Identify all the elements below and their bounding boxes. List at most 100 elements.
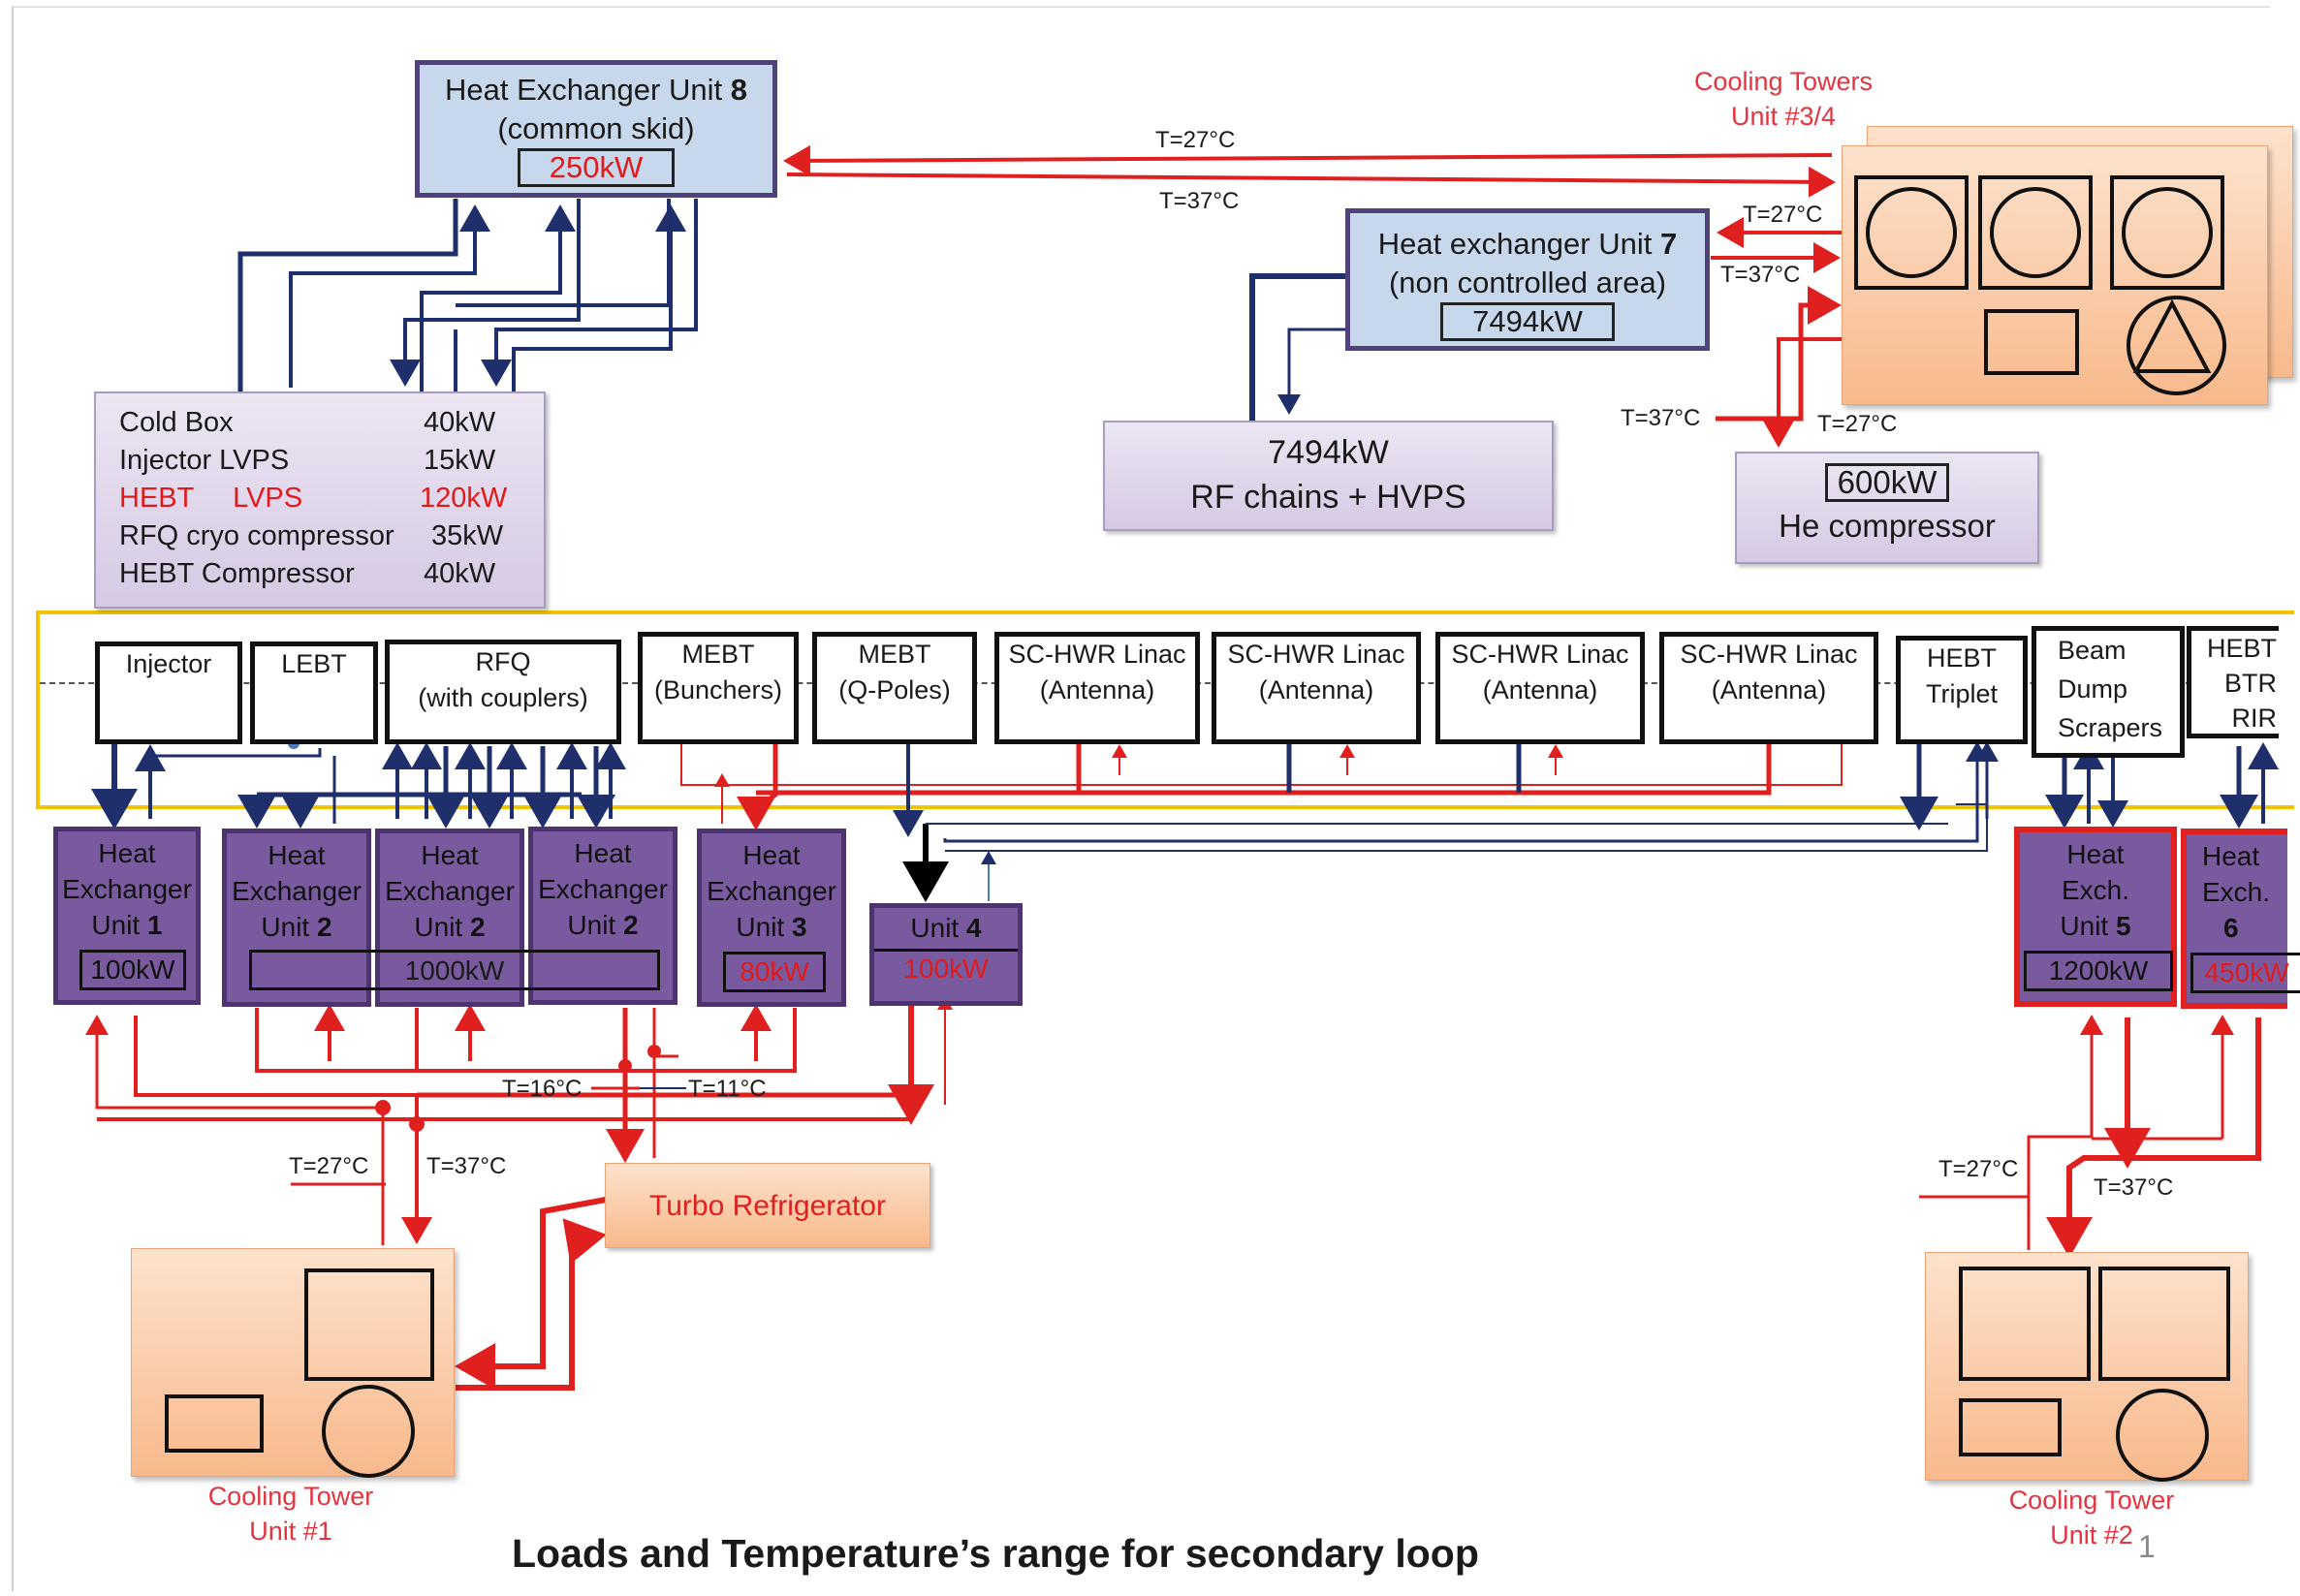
u3-power: 80kW: [723, 952, 826, 992]
temp-27-ct1: T=27°C: [289, 1153, 369, 1179]
dump-label-3: Scrapers: [2058, 713, 2163, 742]
cooling-tower-2: [1925, 1252, 2249, 1482]
ct2-line1: Cooling Tower: [2008, 1486, 2175, 1515]
btr-label-1: HEBT: [2206, 634, 2277, 663]
beam-injector: Injector: [95, 642, 242, 744]
pipe-he-supply: [1716, 286, 1842, 422]
beam-linac-3: SC-HWR Linac (Antenna): [1435, 632, 1645, 744]
linac1-label: SC-HWR Linac: [1008, 640, 1186, 669]
temp-27-he: T=27°C: [1817, 411, 1898, 437]
hx-unit-6: Heat Exch. 6 450kW: [2181, 829, 2300, 1009]
temp-37-ct2: T=37°C: [2094, 1174, 2174, 1201]
junction-4: [647, 1045, 661, 1058]
u5-power: 1200kW: [2024, 951, 2173, 991]
pipe-load-7: [481, 199, 698, 387]
u3-l2: Exchanger: [707, 876, 836, 906]
hebt-sub: Triplet: [1925, 679, 1998, 708]
u1-l1: Heat: [98, 838, 156, 868]
pipe-load-8: [512, 204, 686, 392]
u2a-num: 2: [317, 912, 332, 942]
u1-num: 1: [147, 910, 163, 940]
mebt2-sub: (Q-Poles): [838, 675, 951, 704]
rfq-label: RFQ: [475, 647, 531, 676]
hx8-title: Heat Exchanger Unit: [445, 73, 723, 107]
pipe-hebt-ret: [943, 741, 1989, 843]
temp-27-top: T=27°C: [1155, 127, 1236, 153]
ct1-pump-box: [165, 1394, 264, 1453]
pump-triangle-icon: [2127, 296, 2226, 395]
hx8-number: 8: [730, 73, 747, 107]
hebt-label: HEBT: [1926, 643, 1997, 673]
temp-37-hx7: T=37°C: [1720, 262, 1801, 288]
temp-11: T=11°C: [688, 1076, 767, 1102]
pipe-rf-a: [1249, 273, 1347, 422]
load-value-2: 15kW: [424, 445, 496, 476]
beam-mebt-bunchers: MEBT(Bunchers): [638, 632, 799, 744]
dump-label-2: Dump: [2058, 674, 2128, 704]
fan-box-3: [2110, 175, 2224, 290]
linac2-label: SC-HWR Linac: [1227, 640, 1405, 669]
cooling-tower-1-caption: Cooling Tower Unit #1: [174, 1479, 407, 1549]
rfq-sub: (with couplers): [418, 683, 588, 712]
pipe-linac-thin: [1115, 744, 1843, 786]
pipe-bunch-c: [737, 744, 778, 830]
pipe-ret-to-u4: [417, 998, 914, 1098]
diagram-caption: Loads and Temperature’s range for second…: [512, 1531, 1479, 1576]
pump-box: [1984, 309, 2079, 375]
u6-power: 450kW: [2190, 953, 2300, 993]
cooling-34-line1: Cooling Towers: [1693, 67, 1874, 96]
beam-linac-4: SC-HWR Linac(Antenna): [1659, 632, 1878, 744]
rf-label: RF chains + HVPS: [1190, 479, 1466, 516]
u5-num: 5: [2116, 911, 2131, 941]
u2c-num: 2: [623, 910, 639, 940]
u2c-l3: Unit: [567, 910, 616, 940]
heat-exchanger-8: Heat Exchanger Unit 8 (common skid) 250k…: [415, 60, 777, 198]
load-value-4: 35kW: [431, 520, 504, 551]
temp-27-ct2: T=27°C: [1938, 1156, 2019, 1182]
u1-l2: Exchanger: [62, 874, 192, 904]
temp-37-he: T=37°C: [1621, 405, 1701, 431]
pipe-hx8-supply: [786, 166, 1836, 198]
hx-unit-2a: Heat Exchanger Unit 2: [222, 829, 371, 1007]
u2c-l1: Heat: [574, 838, 632, 868]
ct2-line2: Unit #2: [2050, 1520, 2133, 1549]
btr-label-2: BTR: [2224, 669, 2277, 698]
lebt-label: LEBT: [281, 649, 347, 678]
linac3-label: SC-HWR Linac: [1451, 640, 1629, 669]
ct2-fan-box-2: [2098, 1267, 2230, 1381]
hx-unit-3: Heat Exchanger Unit 3 80kW: [697, 829, 846, 1007]
u6-num: 6: [2223, 913, 2239, 943]
hx7-power: 7494kW: [1440, 302, 1615, 341]
mebt1-sub: (Bunchers): [653, 675, 783, 704]
he-label: He compressor: [1779, 508, 1996, 544]
u2b-l2: Exchanger: [385, 876, 515, 906]
u2b-l3: Unit: [414, 912, 463, 942]
u2b-num: 2: [470, 912, 486, 942]
linac1-sub: (Antenna): [1039, 675, 1155, 704]
btr-label-3: RIR: [2231, 704, 2278, 733]
load-name-1: Cold Box: [119, 407, 234, 438]
dump-label-1: Beam: [2058, 636, 2127, 665]
load-name-3: HEBT LVPS: [119, 483, 303, 514]
linac4-sub: (Antenna): [1711, 675, 1827, 704]
hx-unit-2c: Heat Exchanger Unit 2: [528, 827, 677, 1005]
pipe-lebt-line: [150, 748, 322, 758]
linac3-sub: (Antenna): [1482, 675, 1598, 704]
load-list: Cold Box 40kW Injector LVPS 15kW HEBT LV…: [94, 391, 546, 609]
load-value-5: 40kW: [424, 558, 496, 589]
hx8-subtitle: (common skid): [497, 111, 695, 145]
page-number: 1: [2138, 1529, 2156, 1564]
hx7-subtitle: (non controlled area): [1388, 266, 1667, 299]
u2a-l1: Heat: [268, 840, 326, 870]
pipe-ct1-ret: [134, 1016, 432, 1244]
u2a-l3: Unit: [261, 912, 310, 942]
beam-hebt-triplet: HEBT Triplet: [1896, 636, 2028, 744]
pipe-ct2-sup: [2027, 1015, 2103, 1250]
ct1-line1: Cooling Tower: [207, 1482, 374, 1511]
hx-unit-5: Heat Exch. Unit 5 1200kW: [2014, 827, 2177, 1007]
rf-chains-load: 7494kW RF chains + HVPS: [1103, 421, 1554, 531]
u3-l3: Unit: [736, 912, 785, 942]
